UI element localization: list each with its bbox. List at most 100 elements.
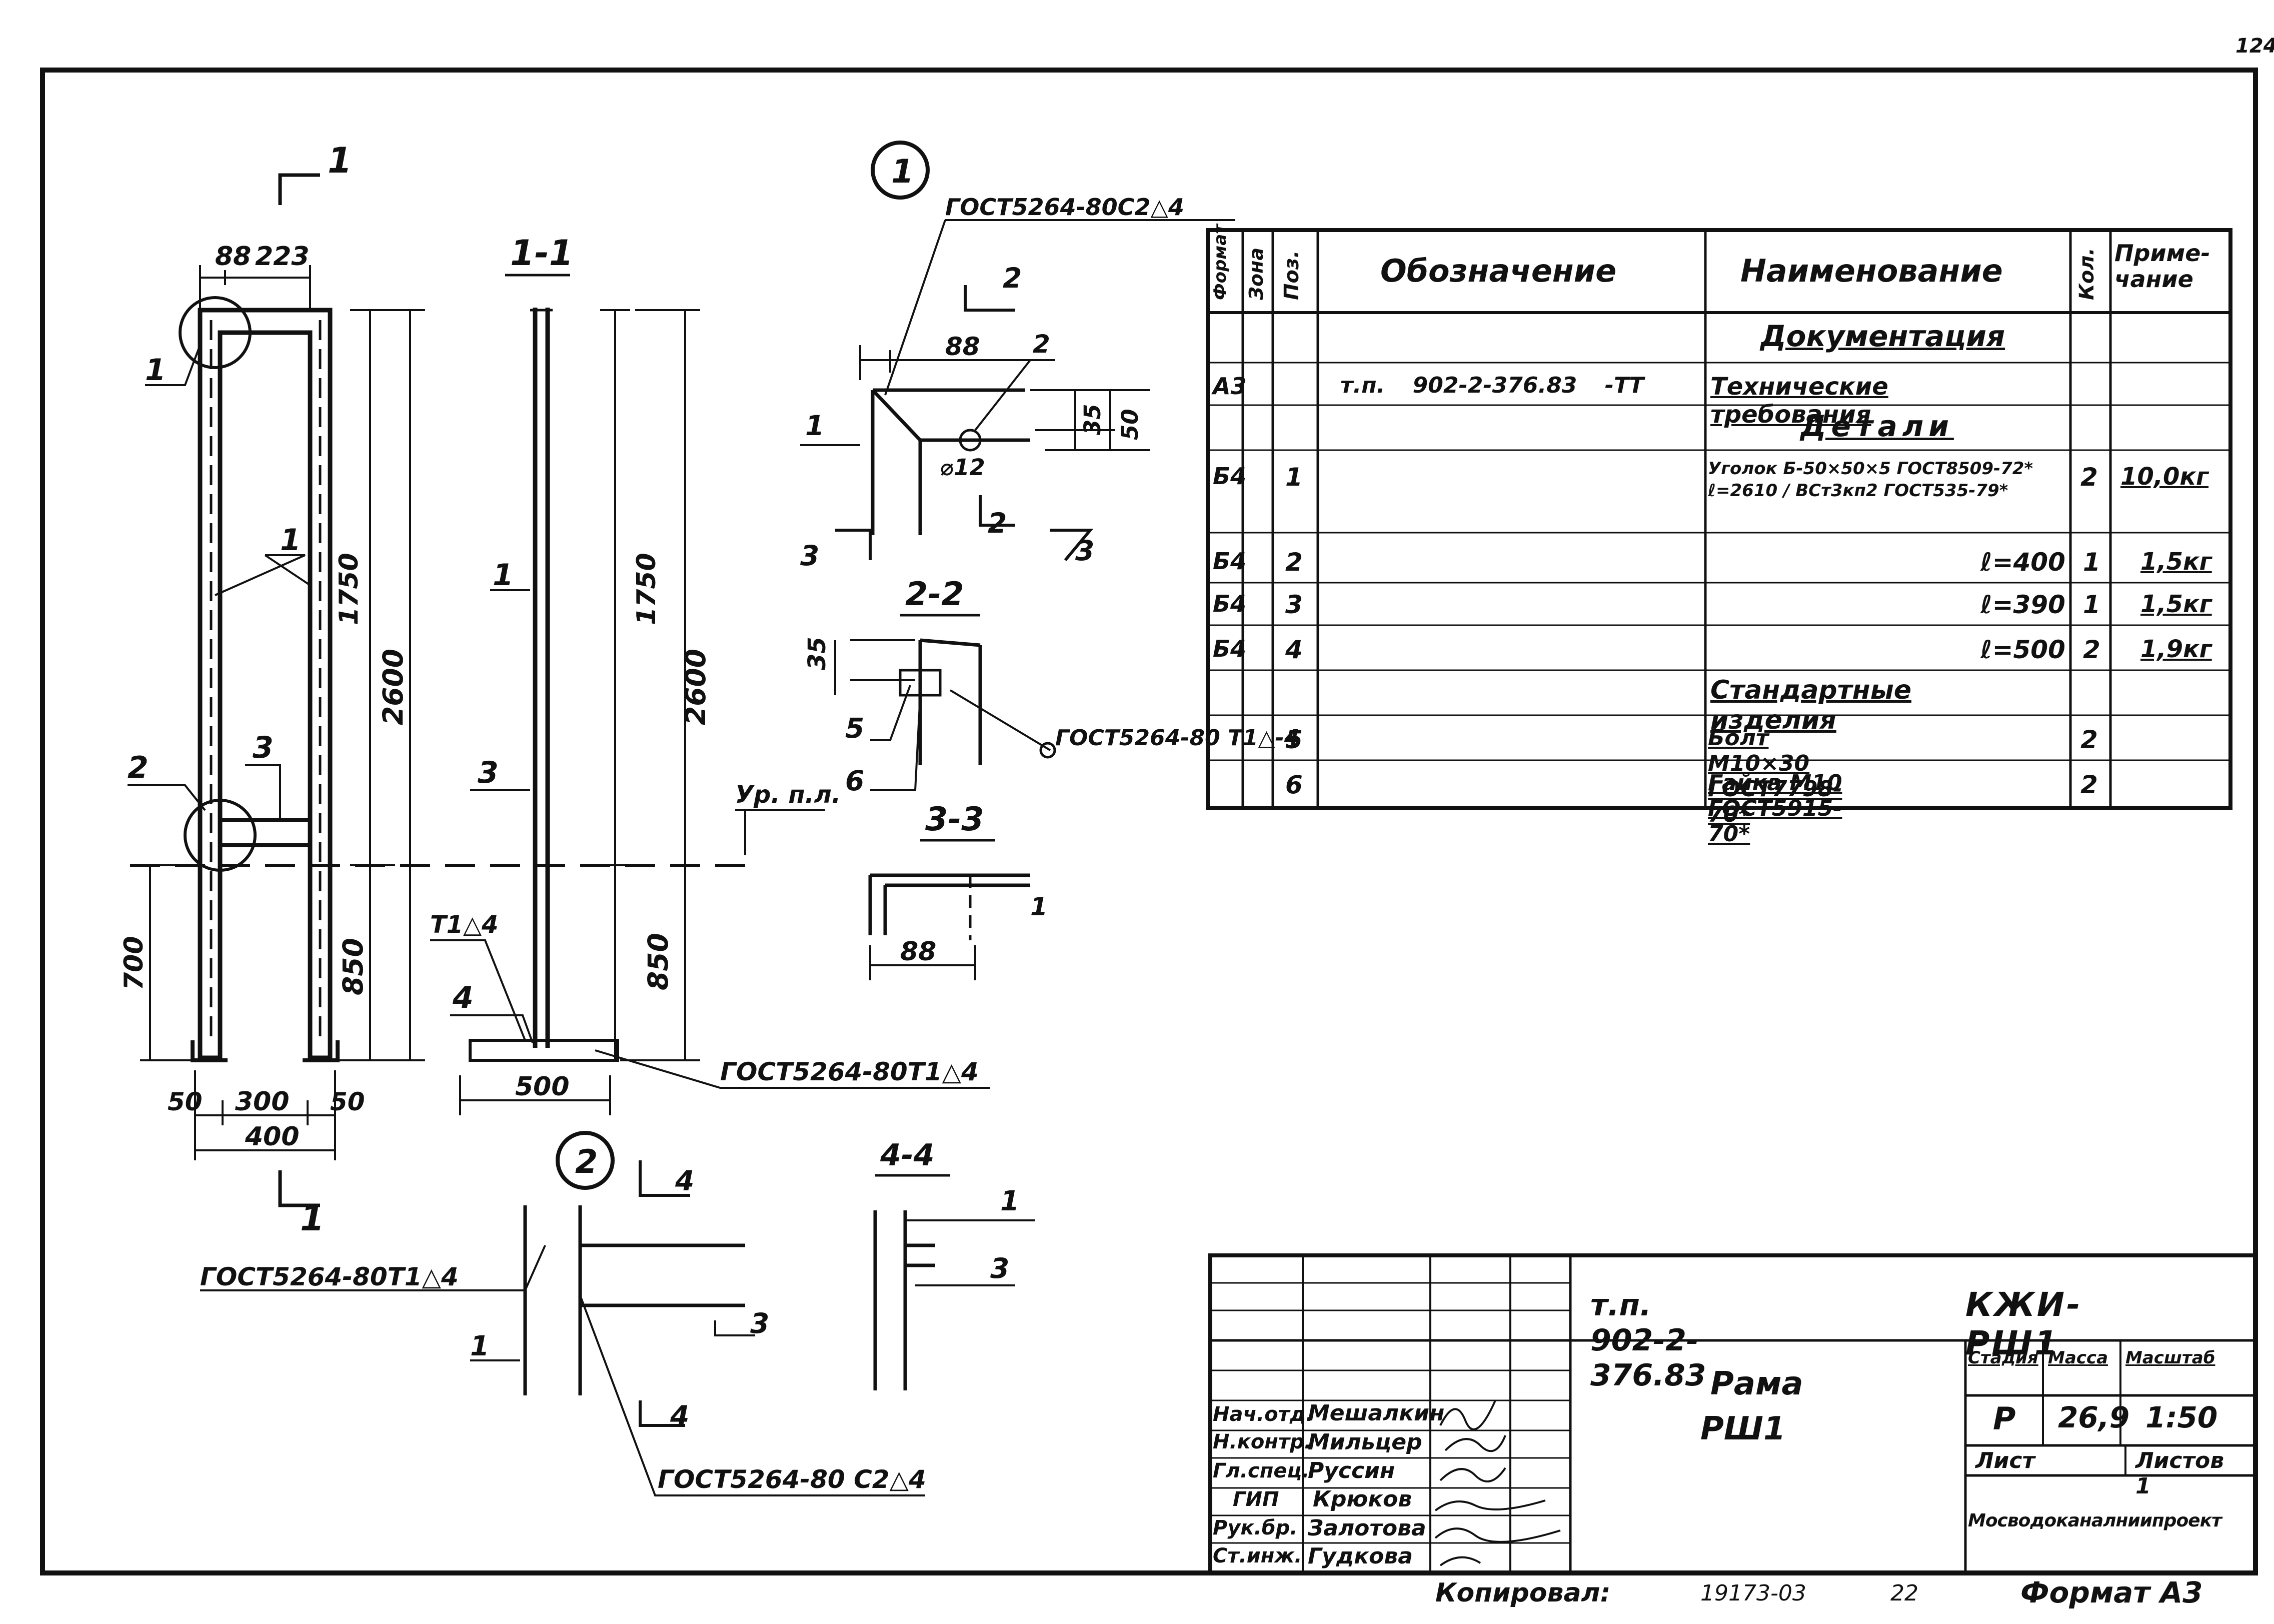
row-5-pos: 5 xyxy=(1285,725,1303,754)
row-2-name: ℓ=400 xyxy=(1980,548,2065,577)
svg-text:T1△4: T1△4 xyxy=(430,911,498,939)
svg-text:3: 3 xyxy=(478,755,499,790)
row-4-pos: 4 xyxy=(1285,635,1303,664)
sig-role-2: Н.контр. xyxy=(1213,1430,1312,1453)
svg-text:4: 4 xyxy=(675,1165,694,1197)
svg-text:850: 850 xyxy=(337,938,369,995)
sig-role-6: Ст.инж. xyxy=(1213,1544,1302,1567)
row-3-format: Б4 xyxy=(1213,590,1247,617)
svg-text:1: 1 xyxy=(470,1330,489,1362)
svg-text:ГОСТ5264-80 С2△4: ГОСТ5264-80 С2△4 xyxy=(658,1465,926,1494)
organization: Мосводоканалниипроект xyxy=(1968,1510,2222,1531)
row-2-pos: 2 xyxy=(1285,548,1303,577)
svg-text:1-1: 1-1 xyxy=(510,233,573,274)
row-3-qty: 1 xyxy=(2083,590,2100,619)
mass-label: Масса xyxy=(2048,1348,2108,1368)
sig-name-2: Мильцер xyxy=(1308,1429,1422,1455)
sig-name-5: Залотова xyxy=(1308,1515,1426,1541)
svg-text:3: 3 xyxy=(253,730,274,765)
svg-text:3: 3 xyxy=(800,540,819,572)
doc-code: т.п. 902-2-376.83 xyxy=(1590,1288,1706,1393)
svg-text:2: 2 xyxy=(128,750,149,785)
row-5-name: Болт М10×30 ГОСТ7798-70* xyxy=(1708,725,1842,827)
row-2-format: Б4 xyxy=(1213,548,1247,575)
detail-1: 1 ГОСТ5264-80С2△4 88 35 50 ⌀12 2 2 2 1 3… xyxy=(800,141,1235,572)
row-tt-format: А3 xyxy=(1213,373,1247,400)
sheet-code: КЖИ-РШ1 xyxy=(1965,1285,2082,1362)
sig-name-3: Руссин xyxy=(1308,1458,1395,1483)
row-2-note: 1,5кг xyxy=(2140,548,2212,576)
footer-format: Формат А3 xyxy=(2020,1575,2203,1609)
row-4-note: 1,9кг xyxy=(2140,635,2212,663)
svg-text:ГОСТ5264-80Т1△4: ГОСТ5264-80Т1△4 xyxy=(200,1262,459,1291)
svg-text:1: 1 xyxy=(1030,892,1048,921)
row-documentation-name: Документация xyxy=(1760,319,2005,353)
svg-text:3: 3 xyxy=(1075,535,1094,567)
svg-text:ГОСТ5264-80С2△4: ГОСТ5264-80С2△4 xyxy=(945,194,1184,221)
svg-text:35: 35 xyxy=(1079,404,1106,435)
sheets-label: Листов 1 xyxy=(2135,1448,2224,1499)
title-line2: РШ1 xyxy=(1700,1410,1786,1447)
svg-text:50: 50 xyxy=(330,1087,365,1116)
row-3-pos: 3 xyxy=(1285,590,1303,619)
sig-role-1: Нач.отд. xyxy=(1213,1403,1314,1426)
sheet-border xyxy=(40,68,2258,1575)
sig-role-5: Рук.бр. xyxy=(1213,1516,1298,1539)
header-designation: Обозначение xyxy=(1380,253,1617,289)
sig-name-4: Крюков xyxy=(1313,1486,1412,1512)
svg-text:2600: 2600 xyxy=(377,649,409,725)
row-2-qty: 1 xyxy=(2083,548,2100,577)
svg-text:1: 1 xyxy=(805,410,824,442)
svg-text:2-2: 2-2 xyxy=(905,576,964,613)
section-3-3: 3-3 88 1 xyxy=(868,801,1048,980)
footer-page: 22 xyxy=(1890,1580,1918,1606)
row-details-name: Детали xyxy=(1800,409,1954,443)
detail-2: 2 4 4 ГОСТ5264-80Т1△4 3 1 ГОСТ5264-80 С2… xyxy=(200,1131,926,1496)
section-1-1: 1-1 1 3 4 T1△4 1750 2600 850 500 ГОСТ526… xyxy=(430,233,990,1115)
svg-text:2: 2 xyxy=(988,507,1007,539)
svg-text:2: 2 xyxy=(575,1143,598,1181)
row-1-pos: 1 xyxy=(1285,463,1303,492)
svg-text:88: 88 xyxy=(945,332,980,361)
section-4-4: 4-4 1 3 xyxy=(873,1138,1035,1390)
scale-value: 1:50 xyxy=(2145,1400,2218,1434)
svg-text:1: 1 xyxy=(280,523,301,558)
svg-text:2600: 2600 xyxy=(680,649,712,725)
row-standard-name: Стандартные изделия xyxy=(1710,675,1911,735)
svg-text:700: 700 xyxy=(119,936,149,990)
row-1-format: Б4 xyxy=(1213,463,1247,490)
row-4-name: ℓ=500 xyxy=(1980,635,2065,664)
title-block-grid xyxy=(1208,1253,2257,1575)
stage-label: Стадия xyxy=(1968,1348,2038,1368)
svg-text:35: 35 xyxy=(803,637,831,670)
svg-text:3: 3 xyxy=(750,1307,769,1339)
row-tt-designation: т.п. 902-2-376.83 -ТТ xyxy=(1340,373,1644,398)
title-line1: Рама xyxy=(1710,1365,1803,1402)
row-4-qty: 2 xyxy=(2083,635,2100,664)
sig-role-4: ГИП xyxy=(1233,1488,1279,1511)
svg-text:1: 1 xyxy=(1000,1185,1019,1217)
row-4-format: Б4 xyxy=(1213,635,1247,662)
scale-label: Масштаб xyxy=(2125,1348,2215,1368)
section-2-2: 2-2 35 5 6 ГОСТ5264-80 Т1△-4 xyxy=(803,576,1299,797)
svg-text:88: 88 xyxy=(900,937,936,967)
frame-elevation: 1 88 223 1 1 2 3 1750 2600 850 700 5 xyxy=(119,140,425,1239)
svg-text:1: 1 xyxy=(493,558,514,593)
row-1-name: Уголок Б-50×50×5 ГОСТ8509-72* ℓ=2610 / В… xyxy=(1708,459,2033,501)
svg-text:⌀12: ⌀12 xyxy=(940,454,985,481)
sheet-label: Лист xyxy=(1975,1448,2035,1473)
svg-text:88: 88 xyxy=(215,242,251,272)
row-6-pos: 6 xyxy=(1285,770,1303,799)
svg-text:2: 2 xyxy=(1003,262,1022,294)
svg-text:1750: 1750 xyxy=(334,553,364,625)
svg-text:1: 1 xyxy=(300,1198,325,1239)
svg-text:50: 50 xyxy=(168,1087,203,1116)
svg-text:400: 400 xyxy=(245,1122,300,1152)
stage-value: Р xyxy=(1993,1400,2016,1437)
svg-text:500: 500 xyxy=(515,1072,570,1102)
svg-text:4-4: 4-4 xyxy=(880,1138,934,1173)
svg-text:2: 2 xyxy=(1033,330,1050,359)
sheet-number: 124 xyxy=(2235,35,2274,58)
mass-value: 26,9 xyxy=(2058,1400,2130,1434)
